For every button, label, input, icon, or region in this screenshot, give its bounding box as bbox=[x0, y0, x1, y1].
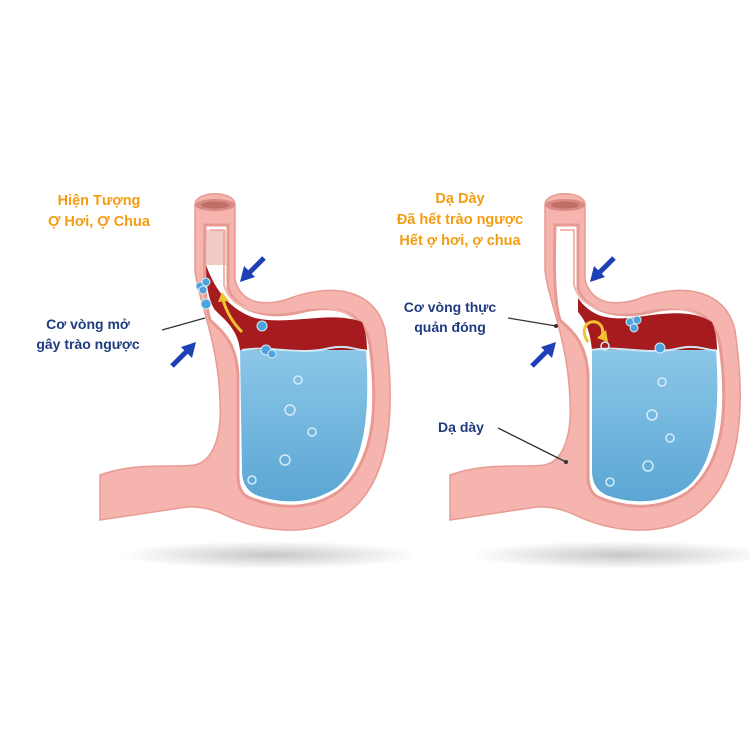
left-title-line-2: Ợ Hơi, Ợ Chua bbox=[48, 214, 150, 230]
reflux-arrow-icon bbox=[221, 299, 244, 334]
right-sphincter-label: Cơ vòng thực quản đóng bbox=[380, 297, 520, 337]
left-stomach-fluid bbox=[240, 350, 368, 502]
left-title-line-1: Hiện Tượng bbox=[57, 193, 141, 209]
right-sphincter-pointer bbox=[507, 317, 557, 327]
left-label-pointer bbox=[161, 317, 206, 331]
right-stomach bbox=[448, 192, 742, 532]
right-panel-title: Dạ Dày Đã hết trào ngược Hết ợ hơi, ợ ch… bbox=[355, 189, 565, 252]
right-title-line-2: Đã hết trào ngược bbox=[396, 212, 524, 228]
right-shadow bbox=[470, 541, 750, 569]
right-acid-contained bbox=[578, 298, 717, 350]
left-stomach bbox=[98, 192, 392, 532]
right-stomach-label: Dạ dày bbox=[438, 419, 484, 435]
left-acid-reflux bbox=[206, 265, 367, 350]
right-title-line-3: Hết ợ hơi, ợ chua bbox=[399, 233, 521, 249]
left-label-line-2: gây trào ngược bbox=[36, 336, 140, 352]
left-panel-title: Hiện Tượng Ợ Hơi, Ợ Chua bbox=[24, 191, 174, 233]
blocked-arrow-icon bbox=[582, 320, 605, 343]
right-label-line-2: quản đóng bbox=[414, 319, 486, 335]
right-label-line-1: Cơ vòng thực bbox=[403, 299, 497, 315]
left-compression-arrows bbox=[170, 256, 266, 368]
right-stomach-fluid bbox=[592, 350, 718, 502]
left-label-line-1: Cơ vòng mở bbox=[46, 316, 130, 332]
left-shadow bbox=[120, 541, 420, 569]
left-sphincter-label: Cơ vòng mở gây trào ngược bbox=[8, 314, 168, 354]
right-stomach-pointer bbox=[497, 427, 567, 463]
right-compression-arrows bbox=[530, 256, 616, 368]
right-title-line-1: Dạ Dày bbox=[435, 191, 485, 207]
